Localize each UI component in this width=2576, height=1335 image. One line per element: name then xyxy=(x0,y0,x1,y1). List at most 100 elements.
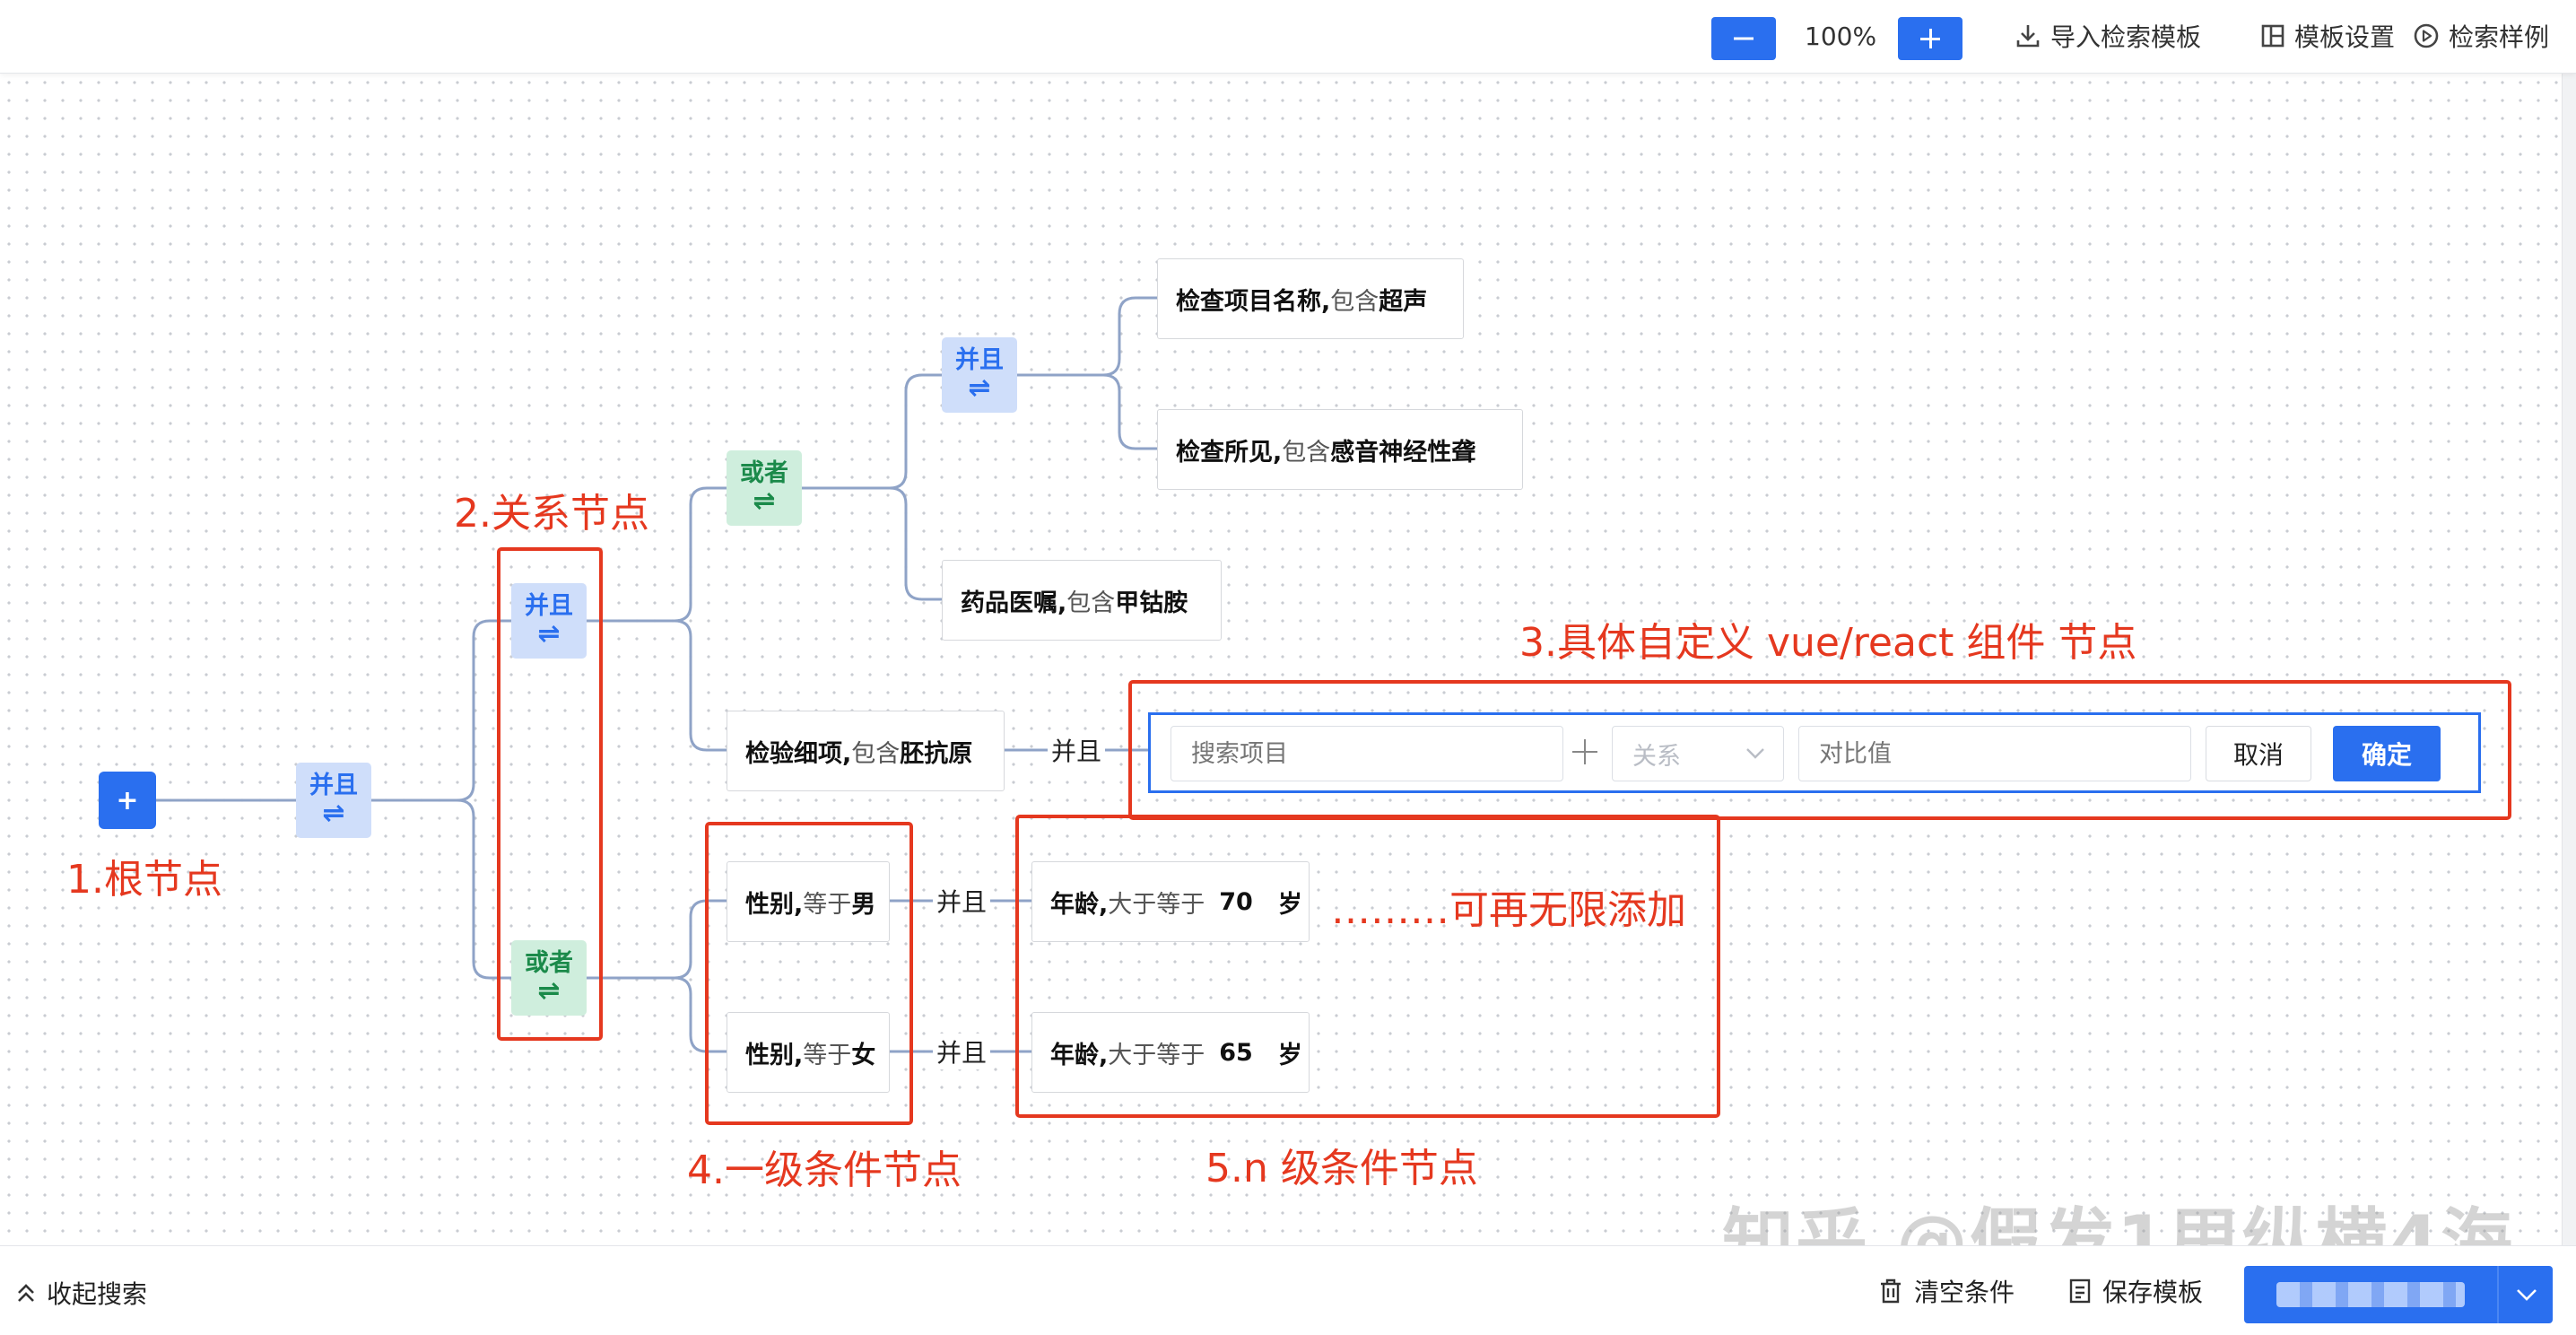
relation-node-and-level1[interactable]: 并且 ⇌ xyxy=(511,583,587,659)
custom-editor-node: 关系 取消 确定 xyxy=(1148,712,2481,793)
condition-field: 性别, xyxy=(745,1041,804,1069)
confirm-button[interactable]: 确定 xyxy=(2333,726,2441,781)
relation-node-or-level2[interactable]: 或者 ⇌ xyxy=(727,450,802,526)
relation-label: 并且 xyxy=(525,592,573,620)
primary-action-button[interactable] xyxy=(2244,1266,2506,1323)
condition-value: 男 xyxy=(851,890,876,919)
search-item-input[interactable] xyxy=(1171,726,1563,781)
condition-operator: 包含 xyxy=(851,739,901,768)
condition-node-gender-female[interactable]: 性别,等于 女 xyxy=(727,1012,890,1093)
double-chevron-up-icon xyxy=(18,1284,34,1302)
link-relation-label: 并且 xyxy=(1048,732,1106,768)
condition-operator: 大于等于 xyxy=(1108,890,1205,919)
collapse-search-label: 收起搜索 xyxy=(47,1279,148,1309)
relation-node-and-root[interactable]: 并且 ⇌ xyxy=(296,763,371,838)
play-circle-icon xyxy=(2414,23,2439,48)
confirm-label: 确定 xyxy=(2361,740,2412,770)
condition-value: 感音神经性聋 xyxy=(1330,438,1476,467)
condition-value: 超声 xyxy=(1379,287,1428,316)
document-icon xyxy=(2069,1278,2091,1304)
condition-value: 65 xyxy=(1219,1038,1253,1067)
template-settings-button[interactable]: 模板设置 xyxy=(2260,20,2395,52)
cancel-button[interactable]: 取消 xyxy=(2206,726,2311,781)
primary-action-dropdown[interactable] xyxy=(2497,1266,2553,1323)
relation-select-placeholder: 关系 xyxy=(1632,742,1681,771)
condition-field: 检查所见, xyxy=(1176,438,1283,467)
annotation-box-level1 xyxy=(705,822,913,1125)
clear-conditions-button[interactable]: 清空条件 xyxy=(1878,1273,2015,1309)
relation-label: 并且 xyxy=(955,346,1004,374)
save-template-button[interactable]: 保存模板 xyxy=(2068,1273,2203,1309)
canvas-scrollbar[interactable] xyxy=(2562,74,2576,1245)
relation-label: 或者 xyxy=(525,949,573,977)
condition-node-drug-order[interactable]: 药品医嘱, 包含 甲钴胺 xyxy=(942,560,1222,641)
swap-icon[interactable]: ⇌ xyxy=(537,975,561,1007)
annotation-box-leveln xyxy=(1015,815,1720,1118)
condition-node-exam-name[interactable]: 检查项目名称, 包含 超声 xyxy=(1157,258,1464,339)
plus-icon[interactable] xyxy=(1572,739,1597,764)
condition-value: 胚抗原 xyxy=(900,739,973,768)
relation-node-or-level1[interactable]: 或者 ⇌ xyxy=(511,940,587,1016)
condition-field: 药品医嘱, xyxy=(961,589,1067,617)
condition-operator: 等于 xyxy=(803,1041,852,1069)
condition-operator: 等于 xyxy=(803,890,852,919)
search-example-button[interactable]: 检索样例 xyxy=(2413,20,2549,52)
trash-icon xyxy=(1881,1278,1901,1304)
clear-conditions-label: 清空条件 xyxy=(1914,1278,2015,1307)
cancel-label: 取消 xyxy=(2232,740,2284,770)
root-add-node[interactable]: + xyxy=(99,772,156,829)
primary-action-main[interactable] xyxy=(2244,1266,2497,1323)
condition-field: 年龄, xyxy=(1050,1041,1109,1069)
link-relation-label: 并且 xyxy=(933,883,991,919)
annotation-root: 1.根节点 xyxy=(66,857,222,903)
annotation-level1: 4.一级条件节点 xyxy=(687,1147,962,1193)
condition-field: 年龄, xyxy=(1050,890,1109,919)
zoom-level: 100% xyxy=(1805,22,1877,51)
annotation-leveln: 5.n 级条件节点 xyxy=(1205,1146,1478,1191)
condition-node-age-65[interactable]: 年龄,大于等于 65 岁 xyxy=(1031,1012,1310,1093)
swap-icon[interactable]: ⇌ xyxy=(537,618,561,650)
chevron-down-icon xyxy=(1746,748,1764,759)
condition-operator: 包含 xyxy=(1330,287,1379,316)
condition-node-exam-finding[interactable]: 检查所见, 包含 感音神经性聋 xyxy=(1157,409,1523,490)
condition-node-age-70[interactable]: 年龄,大于等于 70 岁 xyxy=(1031,861,1310,942)
swap-icon[interactable]: ⇌ xyxy=(968,372,991,404)
zoom-in-button[interactable] xyxy=(1898,17,1962,60)
annotation-box-relation xyxy=(497,547,603,1041)
condition-value: 70 xyxy=(1219,887,1253,916)
condition-operator: 包含 xyxy=(1282,438,1331,467)
search-example-label: 检索样例 xyxy=(2449,22,2550,52)
condition-value: 甲钴胺 xyxy=(1115,589,1188,617)
download-icon xyxy=(2016,25,2040,48)
condition-unit: 岁 xyxy=(1277,890,1302,919)
swap-icon[interactable]: ⇌ xyxy=(753,485,776,517)
layout-icon xyxy=(2261,24,2284,48)
minus-icon xyxy=(1734,37,1754,40)
annotation-relation: 2.关系节点 xyxy=(454,491,649,537)
bottom-bar: 收起搜索 清空条件 保存模板 xyxy=(0,1245,2576,1335)
annotation-box-custom xyxy=(1128,680,2511,820)
plus-icon xyxy=(1920,29,1940,48)
condition-value: 女 xyxy=(851,1041,876,1069)
zoom-out-button[interactable] xyxy=(1711,17,1776,60)
import-template-label: 导入检索模板 xyxy=(2050,22,2202,52)
chevron-down-icon xyxy=(2517,1289,2537,1301)
import-template-button[interactable]: 导入检索模板 xyxy=(2015,20,2201,52)
condition-field: 检验细项, xyxy=(745,739,852,768)
condition-node-lab-item[interactable]: 检验细项, 包含 胚抗原 xyxy=(727,711,1005,791)
annotation-custom: 3.具体自定义 vue/react 组件 节点 xyxy=(1519,620,2137,666)
condition-node-gender-male[interactable]: 性别,等于 男 xyxy=(727,861,890,942)
condition-field: 检查项目名称, xyxy=(1176,287,1331,316)
condition-operator: 大于等于 xyxy=(1108,1041,1205,1069)
collapse-search-button[interactable]: 收起搜索 xyxy=(16,1275,147,1311)
relation-select[interactable]: 关系 xyxy=(1612,726,1784,781)
relation-node-and-level3[interactable]: 并且 ⇌ xyxy=(942,337,1017,413)
link-relation-label: 并且 xyxy=(933,1034,991,1069)
relation-label: 并且 xyxy=(309,772,358,799)
condition-unit: 岁 xyxy=(1277,1041,1302,1069)
swap-icon[interactable]: ⇌ xyxy=(322,798,345,829)
compare-value-input[interactable] xyxy=(1798,726,2191,781)
condition-operator: 包含 xyxy=(1066,589,1116,617)
template-settings-label: 模板设置 xyxy=(2294,22,2396,52)
root-plus-icon: + xyxy=(116,784,139,816)
